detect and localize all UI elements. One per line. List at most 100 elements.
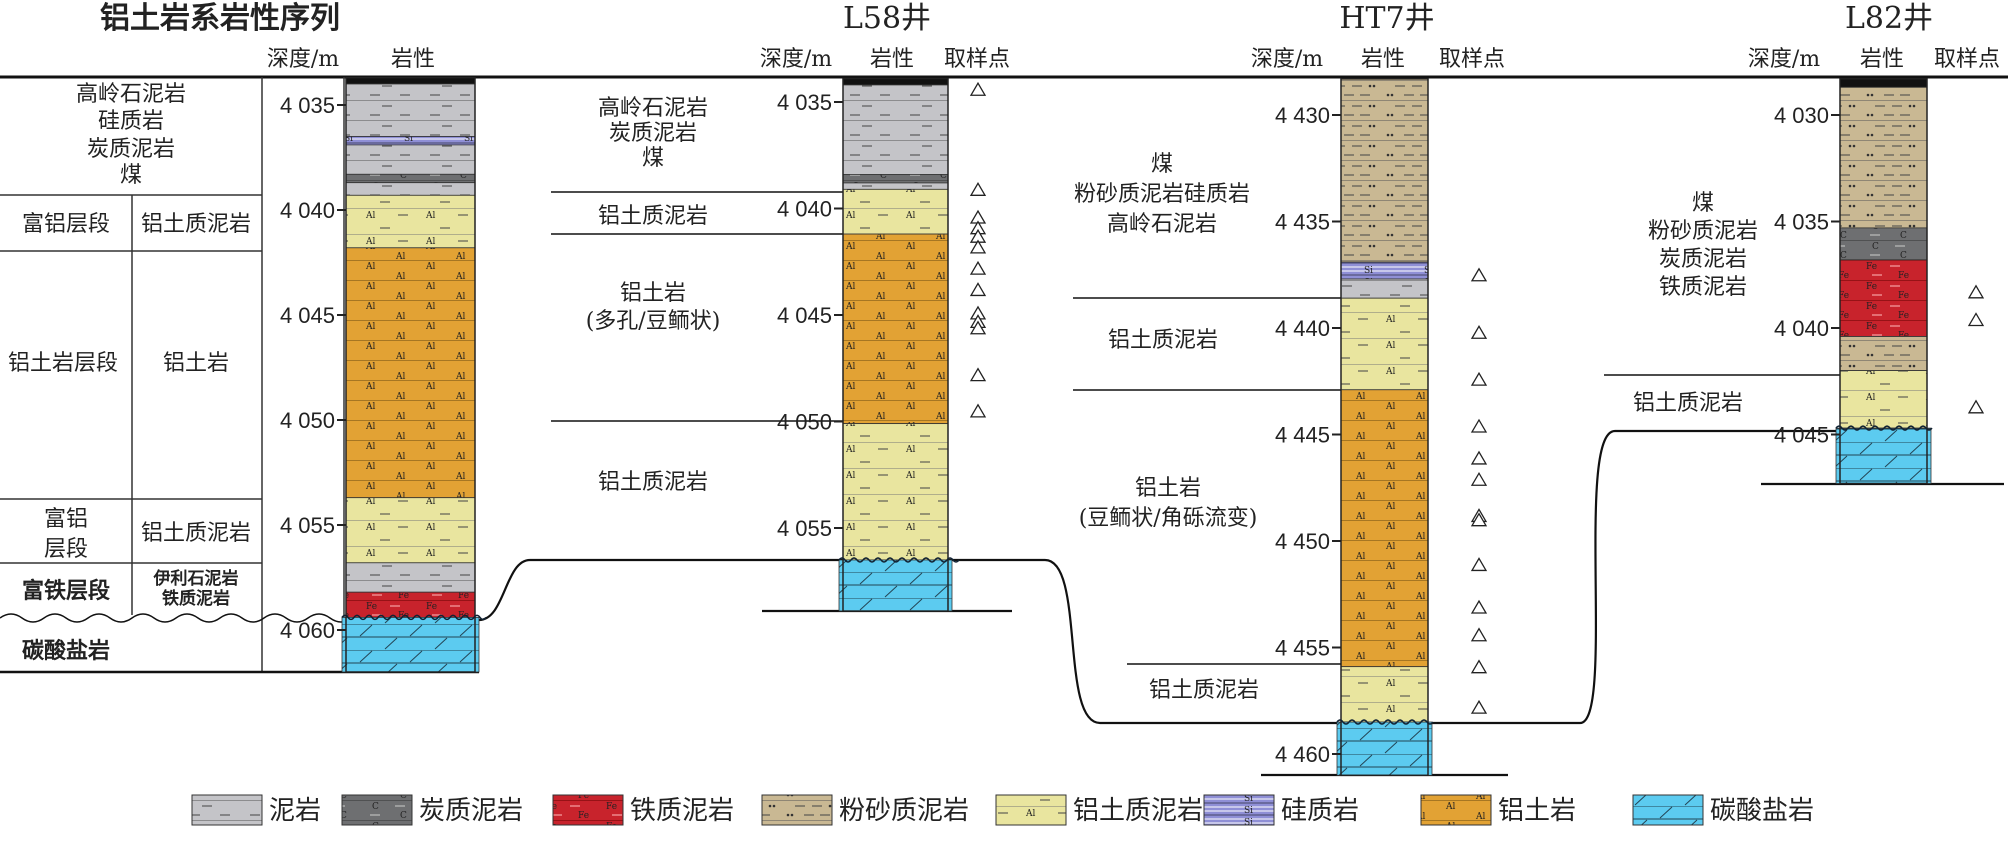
legend-swatch	[1632, 794, 1704, 826]
interval-label-L58: (多孔/豆鲕状)	[586, 309, 721, 334]
layer-coal	[345, 77, 476, 85]
sample-point-triangle-icon	[969, 260, 987, 275]
legend-swatch	[995, 794, 1067, 826]
layer-ferruginous_mudstone	[1839, 259, 1928, 337]
depth-tick-label: 4 435	[1275, 210, 1330, 235]
depth-tick-label: 4 040	[777, 197, 832, 222]
unconformity-wave	[838, 557, 960, 563]
layer-mudstone	[1340, 278, 1429, 299]
sequence-title: 铝土岩系岩性序列	[100, 1, 340, 36]
interval-label-L82: 粉砂质泥岩	[1648, 219, 1758, 244]
interval-label-L58: 铝土岩	[620, 281, 686, 306]
layer-carbonate	[1835, 427, 1932, 484]
layer-mudstone	[345, 182, 476, 196]
depth-tick-label: 4 445	[1275, 423, 1330, 448]
legend-label: 铁质泥岩	[630, 796, 734, 826]
sequence-lithology-label: 铁质泥岩	[162, 588, 230, 609]
layer-coal	[1839, 78, 1928, 88]
layer-carbonaceous_mudstone	[842, 174, 949, 184]
sequence-lithology-label: 铝土岩	[163, 351, 229, 376]
legend-item-bauxitic_mudstone: 铝土质泥岩	[995, 794, 1203, 826]
layer-silty_mudstone	[1839, 336, 1928, 371]
legend-swatch	[341, 794, 413, 826]
depth-tick-label: 4 050	[777, 410, 832, 435]
legend-label: 铝土质泥岩	[1073, 796, 1203, 826]
sequence-lithology-label: 炭质泥岩	[87, 137, 175, 162]
legend-item-siliceous_rock: 硅质岩	[1203, 794, 1359, 826]
unconformity-line	[0, 613, 353, 623]
unconformity-curve-seq-L58	[478, 558, 843, 622]
L82-litho-header: 岩性	[1860, 47, 1904, 72]
layer-carbonate	[341, 617, 480, 673]
sample-point-triangle-icon	[1967, 399, 1985, 414]
sample-point-triangle-icon	[969, 81, 987, 96]
layer-silty_mudstone	[1340, 78, 1429, 263]
interval-label-L82: 煤	[1692, 191, 1714, 216]
layer-silty_mudstone	[1839, 86, 1928, 229]
depth-tick-label: 4 050	[280, 408, 335, 433]
interval-label-HT7: 高岭石泥岩	[1107, 212, 1217, 237]
well-title-L58: L58井	[843, 1, 931, 36]
sequence-zone-label: 富铝层段	[22, 212, 110, 237]
depth-tick-label: 4 450	[1275, 529, 1330, 554]
legend-label: 泥岩	[269, 796, 321, 826]
legend-swatch	[191, 794, 263, 826]
unconformity-curve-L58-HT7	[948, 558, 1341, 725]
interval-label-HT7: 铝土质泥岩	[1108, 328, 1218, 353]
interval-label-HT7: 铝土岩	[1135, 476, 1201, 501]
depth-tick-label: 4 455	[1275, 636, 1330, 661]
layer-mudstone	[345, 144, 476, 175]
interval-label-L82: 铝土质泥岩	[1633, 391, 1743, 416]
unconformity-wave	[1835, 425, 1933, 431]
unconformity-wave	[341, 614, 487, 621]
sample-point-triangle-icon	[1470, 512, 1488, 527]
interval-labels: 高岭石泥岩炭质泥岩煤铝土质泥岩铝土岩(多孔/豆鲕状)铝土质泥岩煤粉砂质泥岩硅质岩…	[586, 96, 1758, 703]
unconformity-wave	[1336, 719, 1434, 725]
HT7-sample-header: 取样点	[1439, 47, 1505, 72]
layer-bauxitic_mudstone	[1340, 297, 1429, 391]
sample-point-triangle-icon	[1470, 659, 1488, 674]
sample-point-triangle-icon	[969, 282, 987, 297]
legend-label: 炭质泥岩	[419, 796, 523, 826]
legend: 泥岩 炭质泥岩 铁质泥岩粉砂质泥岩 铝土质泥岩硅质岩 铝土岩 碳酸盐岩	[191, 794, 1814, 826]
sample-point-triangle-icon	[1470, 371, 1488, 386]
depth-tick-label: 4 040	[280, 198, 335, 223]
layer-mudstone	[842, 84, 949, 175]
sequence-lithology-label: 煤	[120, 163, 142, 188]
layer-coal	[842, 78, 949, 86]
interval-label-L58: 炭质泥岩	[609, 121, 697, 146]
depth-tick-label: 4 055	[280, 513, 335, 538]
sample-point-triangle-icon	[1470, 699, 1488, 714]
sample-point-triangle-icon	[1470, 599, 1488, 614]
well-title-HT7: HT7井	[1339, 1, 1434, 36]
layer-bauxitic_mudstone	[842, 423, 949, 561]
depth-tick-label: 4 055	[777, 516, 832, 541]
sequence-lithology-label: 铝土质泥岩	[141, 521, 251, 546]
depth-tick-label: 4 045	[280, 303, 335, 328]
layer-bauxite	[345, 247, 476, 499]
HT7-depth-header: 深度/m	[1251, 47, 1323, 72]
layer-siliceous_rock	[1340, 261, 1429, 280]
interval-label-HT7: 粉砂质泥岩硅质岩	[1074, 182, 1250, 207]
legend-label: 铝土岩	[1498, 796, 1576, 826]
sample-point-triangle-icon	[1967, 312, 1985, 327]
sample-point-triangle-icon	[969, 367, 987, 382]
L82-sample-header: 取样点	[1934, 47, 2000, 72]
layer-ferruginous_mudstone	[345, 591, 476, 618]
sample-point-triangle-icon	[1470, 324, 1488, 339]
layer-carbonate	[1336, 721, 1433, 776]
depth-tick-label: 4 030	[1774, 103, 1829, 128]
legend-label: 碳酸盐岩	[1710, 796, 1814, 826]
depth-tick-label: 4 060	[280, 618, 335, 643]
sample-point-triangle-icon	[1470, 450, 1488, 465]
legend-item-silty_mudstone: 粉砂质泥岩	[761, 794, 969, 826]
sequence-depth-header: 深度/m	[267, 47, 339, 72]
sequence-lithology-label: 铝土质泥岩	[141, 212, 251, 237]
legend-swatch	[1420, 794, 1492, 826]
legend-swatch	[552, 794, 624, 826]
sample-point-triangle-icon	[969, 239, 987, 254]
layer-mudstone	[345, 83, 476, 137]
